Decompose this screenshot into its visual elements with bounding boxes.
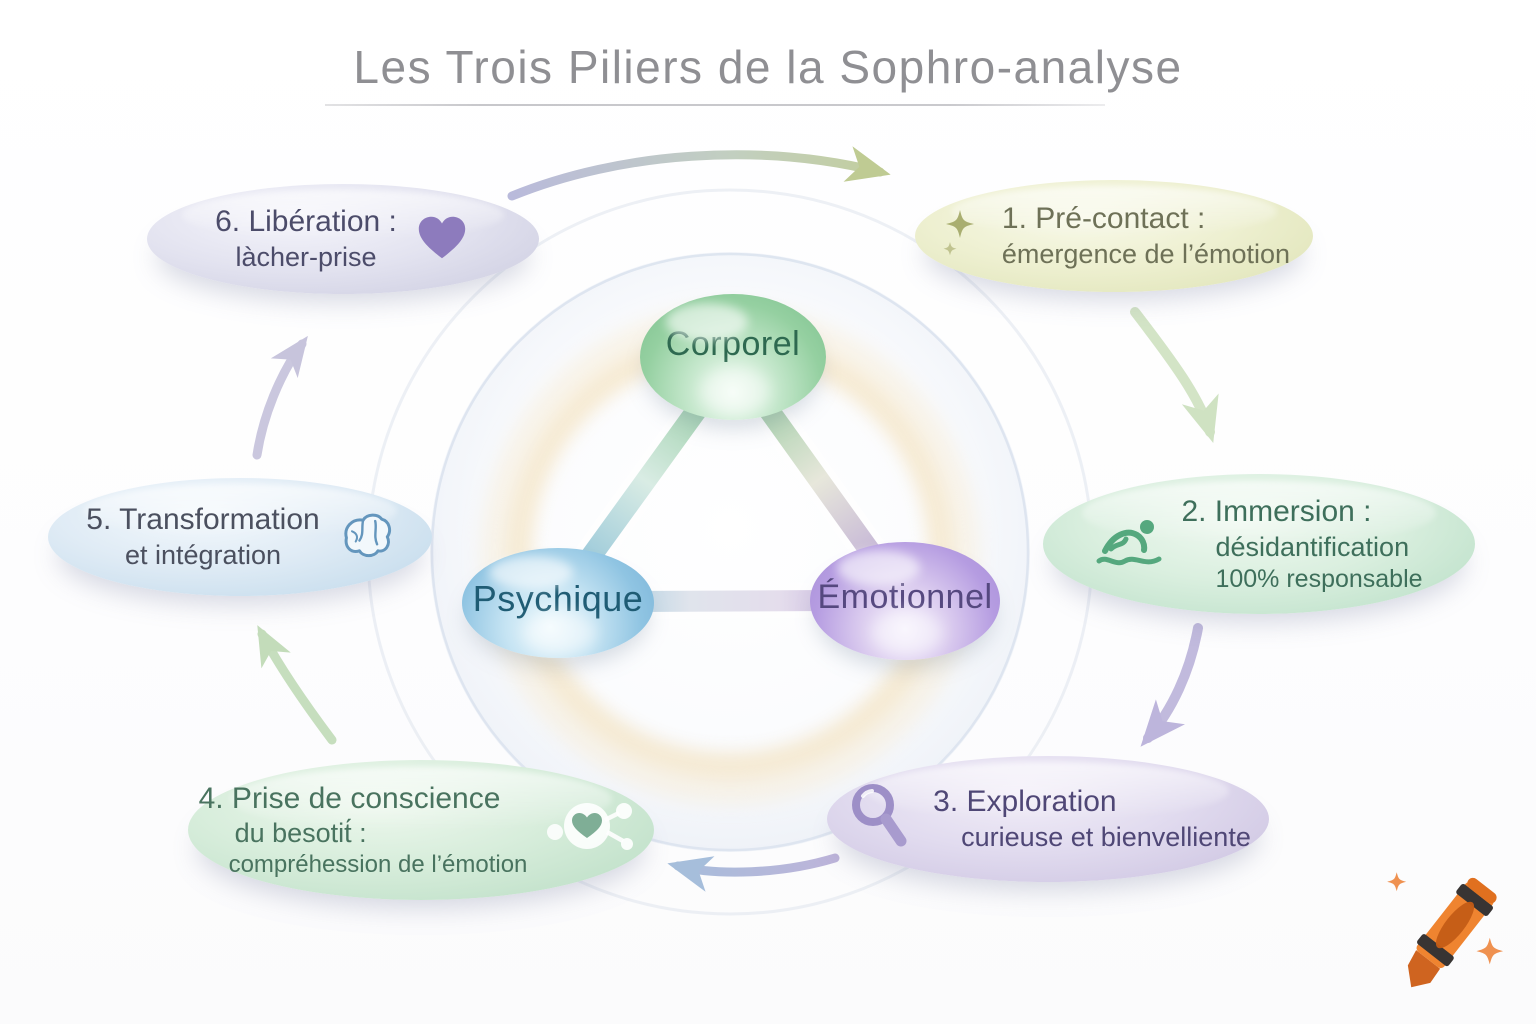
arrow-5-to-6 [252, 335, 308, 460]
pillar-label-emotionnel: Émotionnel [817, 577, 993, 616]
stage-6-text: 6. Libération : làcher-prise [215, 204, 397, 274]
arrow-6-to-1 [507, 146, 891, 201]
stage-bubble-4-prise-de-conscience: 4. Prise de conscience du besotit́ : com… [188, 760, 654, 900]
brain-icon [336, 509, 394, 566]
stage-bubble-1-pre-contact: 1. Pré-contact : émergence de l’émotion [915, 180, 1313, 292]
stage-3-text: 3. Exploration curieuse et bienvelliente [933, 784, 1251, 854]
stage-1-line1: 1. Pré-contact : [1001, 202, 1206, 236]
stage-3-line1: 3. Exploration [933, 785, 1117, 819]
stage-5-line2: et intégration [124, 539, 282, 570]
stage-2-text: 2. Immersion : désidantification 100% re… [1181, 494, 1422, 594]
stage-6-line2: làcher-prise [235, 241, 377, 272]
pillar-label-psychique: Psychique [472, 578, 644, 619]
stage-6-line1: 6. Libération : [215, 205, 397, 239]
stage-1-line2: émergence de l’émotion [1001, 238, 1291, 269]
sparkle-icon [938, 208, 986, 265]
cycle-arrows [252, 146, 1219, 892]
stage-5-line1: 5. Transformation [86, 503, 320, 537]
stage-4-text: 4. Prise de conscience du besotit́ : com… [199, 781, 528, 880]
arrow-2-to-3 [1140, 623, 1203, 747]
heart-icon [413, 211, 471, 268]
stage-4-line3: compréhession de l’émotion [228, 851, 528, 879]
stage-1-text: 1. Pré-contact : émergence de l’émotion [1002, 201, 1290, 271]
swimmer-icon [1095, 513, 1165, 576]
stage-bubble-5-transformation: 5. Transformation et intégration [48, 478, 432, 596]
stage-bubble-2-immersion: 2. Immersion : désidantification 100% re… [1043, 474, 1475, 614]
heart-molecule-icon [543, 796, 643, 865]
pillar-node-emotionnel: Émotionnel [810, 542, 1000, 660]
page-title: Les Trois Piliers de la Sophro-analyse [353, 41, 1183, 93]
stage-2-line3: 100% responsable [1215, 564, 1423, 593]
arrow-3-to-4 [667, 853, 840, 892]
magnifier-icon [845, 779, 917, 860]
stage-4-line1: 4. Prise de conscience [198, 781, 501, 815]
arrow-1-to-2 [1130, 307, 1219, 444]
stage-2-line2: désidantification [1215, 531, 1410, 562]
title-underline [325, 104, 1105, 106]
arrow-4-to-5 [257, 625, 337, 745]
stage-bubble-3-exploration: 3. Exploration curieuse et bienvelliente [827, 756, 1269, 882]
pillar-label-corporel: Corporel [665, 324, 801, 363]
stage-3-line2: curieuse et bienvelliente [961, 821, 1251, 852]
stage-5-text: 5. Transformation et intégration [86, 502, 319, 572]
pillar-node-psychique: Psychique [462, 548, 654, 658]
stage-bubble-6-liberation: 6. Libération : làcher-prise [147, 184, 539, 294]
stage-4-line2: du besotit́ : [234, 818, 367, 849]
stage-2-line1: 2. Immersion : [1181, 494, 1372, 528]
pillar-node-corporel: Corporel [640, 294, 826, 420]
crayon-logo-icon [1372, 858, 1524, 1015]
